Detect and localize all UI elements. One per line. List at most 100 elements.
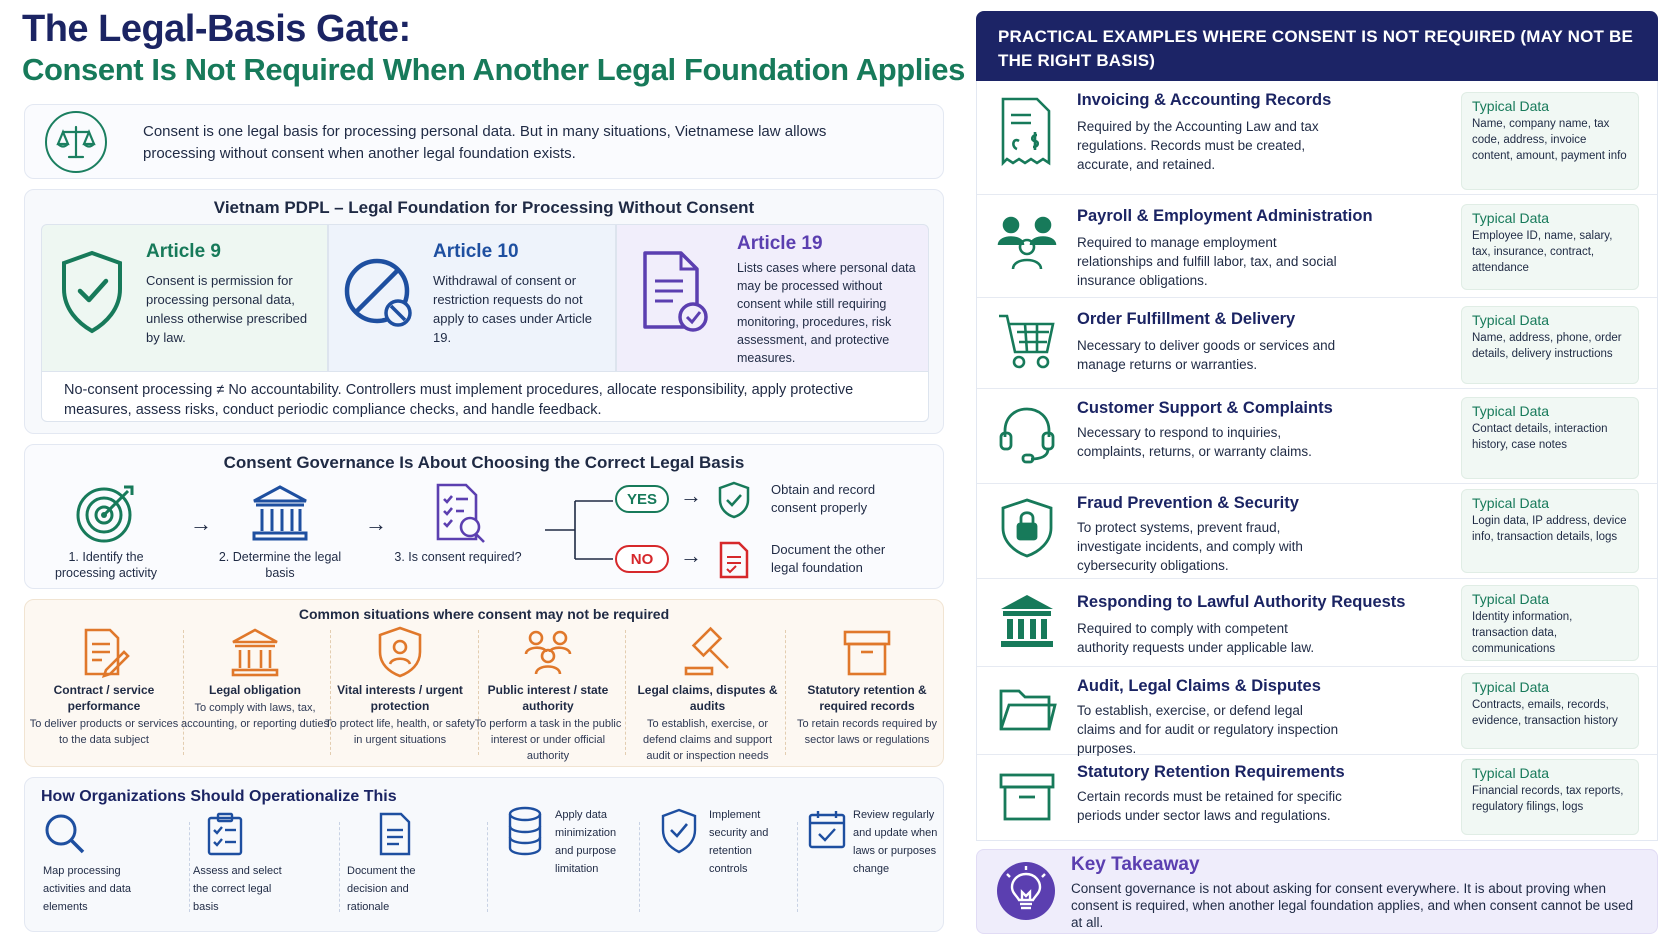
situation-legal-obligation: Legal obligation To comply with laws, ta… [180, 624, 330, 732]
situation-text: To protect life, health, or safety in ur… [325, 718, 475, 746]
example-title: Fraud Prevention & Security [1077, 494, 1299, 512]
example-text: Necessary to deliver goods or services a… [1077, 338, 1336, 372]
op-label: Assess and select the correct legal basi… [193, 865, 282, 913]
typical-data-box: Typical Data Contact details, interactio… [1461, 397, 1639, 479]
flow-arrow: → [365, 511, 387, 536]
situation-text: To perform a task in the public interest… [474, 718, 622, 762]
governance-title: Consent Governance Is About Choosing the… [223, 453, 745, 472]
typical-data-text: Contact details, interaction history, ca… [1472, 423, 1608, 451]
article-19-text: Lists cases where personal data may be p… [737, 261, 916, 365]
op-label: Apply data minimization and purpose limi… [555, 809, 617, 875]
example-row-retention: Statutory Retention Requirements Certain… [977, 755, 1657, 841]
flow-arrow: → [190, 511, 212, 536]
op-minimization: Apply data minimization and purpose limi… [505, 806, 635, 878]
operationalize-panel: How Organizations Should Operationalize … [24, 777, 944, 932]
divider [478, 630, 479, 755]
situation-statutory-retention: Statutory retention & required records T… [792, 624, 942, 748]
headset-icon [997, 403, 1057, 465]
operationalize-title: How Organizations Should Operationalize … [41, 788, 397, 805]
step-identify: 1. Identify the processing activity [41, 481, 171, 581]
situation-title: Legal obligation [209, 683, 301, 697]
example-title: Statutory Retention Requirements [1077, 763, 1345, 781]
divider [339, 822, 340, 912]
typical-data-label: Typical Data [1472, 403, 1550, 419]
yes-outcome: Obtain and record consent properly [771, 482, 876, 515]
magnifier-icon [45, 814, 85, 854]
example-row-authority: Responding to Lawful Authority Requests … [977, 579, 1657, 667]
folder-icon [997, 679, 1057, 741]
clipboard-check-icon [207, 812, 243, 856]
article-9-text: Consent is permission for processing per… [146, 273, 308, 345]
typical-data-text: Contracts, emails, records, evidence, tr… [1472, 699, 1618, 727]
examples-list: Invoicing & Accounting Records Required … [976, 81, 1658, 841]
pdpl-panel: Vietnam PDPL – Legal Foundation for Proc… [24, 189, 944, 434]
example-row-payroll: Payroll & Employment Administration Requ… [977, 195, 1657, 298]
team-icon [997, 211, 1057, 273]
decision-branch [545, 500, 613, 560]
shield-lock-icon [997, 496, 1057, 558]
typical-data-box: Typical Data Login data, IP address, dev… [1461, 489, 1639, 573]
key-takeaway-text: Consent governance is not about asking f… [1071, 881, 1634, 930]
article-19-card: Article 19 Lists cases where personal da… [616, 224, 929, 372]
pdpl-title: Vietnam PDPL – Legal Foundation for Proc… [213, 198, 755, 217]
typical-data-text: Employee ID, name, salary, tax, insuranc… [1472, 230, 1613, 274]
checklist-search-icon [426, 481, 490, 545]
article-10-card: Article 10 Withdrawal of consent or rest… [328, 224, 616, 372]
contract-icon [76, 624, 132, 680]
situation-title: Vital interests / urgent protection [337, 683, 463, 713]
divider [183, 630, 184, 755]
example-row-order: Order Fulfillment & Delivery Necessary t… [977, 298, 1657, 389]
op-label: Implement security and retention control… [709, 809, 769, 875]
typical-data-label: Typical Data [1472, 210, 1550, 226]
key-takeaway-panel: Key Takeaway Consent governance is not a… [976, 849, 1658, 934]
example-row-fraud: Fraud Prevention & Security To protect s… [977, 484, 1657, 579]
example-title: Payroll & Employment Administration [1077, 207, 1373, 225]
invoice-icon [997, 95, 1057, 167]
example-row-support: Customer Support & Complaints Necessary … [977, 389, 1657, 484]
intro-panel: Consent is one legal basis for processin… [24, 104, 944, 179]
prohibited-icon [341, 247, 417, 337]
government-building-icon [997, 591, 1057, 653]
article-10-title: Article 10 [433, 241, 519, 262]
situation-text: To deliver products or services to the d… [29, 718, 179, 746]
typical-data-label: Typical Data [1472, 98, 1550, 114]
typical-data-text: Name, address, phone, order details, del… [1472, 332, 1622, 360]
situation-title: Public interest / state authority [487, 683, 609, 713]
typical-data-box: Typical Data Financial records, tax repo… [1461, 759, 1639, 835]
situation-title: Statutory retention & required records [807, 683, 927, 713]
database-icon [508, 806, 542, 856]
op-label: Review regularly and update when laws or… [853, 809, 938, 875]
situation-text: To retain records required by sector law… [796, 718, 937, 746]
article-9-title: Article 9 [146, 241, 221, 262]
example-row-audit: Audit, Legal Claims & Disputes To establ… [977, 667, 1657, 756]
typical-data-label: Typical Data [1472, 679, 1550, 695]
situations-title: Common situations where consent may not … [298, 606, 670, 622]
calendar-check-icon [808, 811, 846, 849]
archive-box-icon [839, 624, 895, 680]
example-title: Invoicing & Accounting Records [1077, 91, 1332, 109]
situation-public-interest: Public interest / state authority To per… [473, 624, 623, 764]
example-text: Required to comply with competent author… [1077, 621, 1315, 655]
intro-text: Consent is one legal basis for processin… [143, 123, 827, 162]
step-2-label: 2. Determine the legal basis [218, 550, 342, 580]
typical-data-text: Login data, IP address, device info, tra… [1472, 515, 1627, 543]
article-19-title: Article 19 [737, 233, 823, 254]
typical-data-label: Typical Data [1472, 591, 1550, 607]
shopping-cart-icon [997, 310, 1057, 372]
no-outcome: Document the other legal foundation [771, 542, 886, 575]
example-text: Necessary to respond to inquiries, compl… [1077, 425, 1312, 459]
typical-data-box: Typical Data Employee ID, name, salary, … [1461, 204, 1639, 290]
situation-text: To establish, exercise, or defend claims… [642, 718, 773, 762]
divider [797, 822, 798, 912]
example-text: To establish, exercise, or defend legal … [1077, 703, 1339, 756]
op-label: Map processing activities and data eleme… [43, 865, 132, 913]
document-icon [379, 812, 411, 856]
article-10-text: Withdrawal of consent or restriction req… [433, 273, 592, 345]
situation-contract: Contract / service performance To delive… [29, 624, 179, 748]
situations-panel: Common situations where consent may not … [24, 599, 944, 767]
example-title: Responding to Lawful Authority Requests [1077, 593, 1406, 611]
op-document: Document the decision and rationale [347, 812, 467, 916]
example-title: Audit, Legal Claims & Disputes [1077, 677, 1321, 695]
divider [785, 630, 786, 755]
typical-data-label: Typical Data [1472, 765, 1550, 781]
